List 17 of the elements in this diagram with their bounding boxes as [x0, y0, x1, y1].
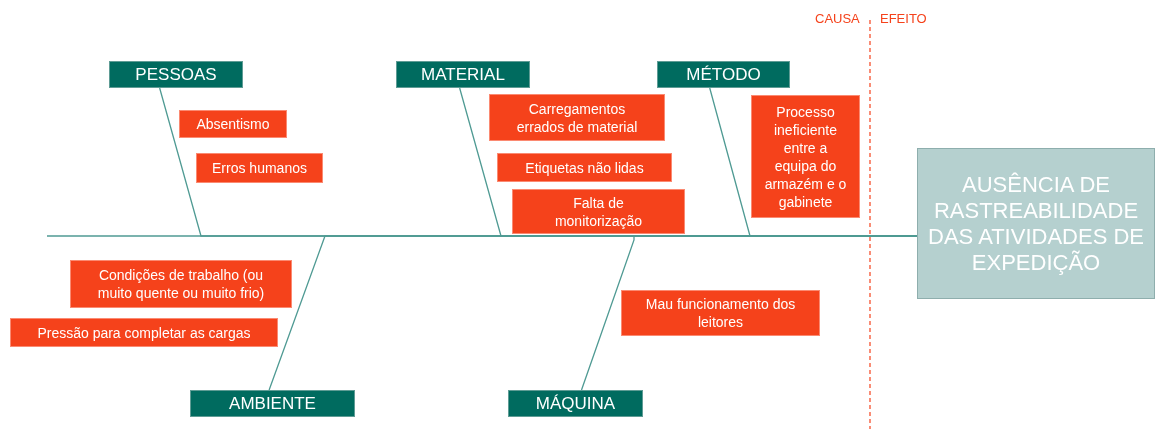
category-box: AMBIENTE: [190, 390, 355, 417]
cause-box: Etiquetas não lidas: [497, 153, 672, 182]
category-box: MÁQUINA: [508, 390, 643, 417]
cause-box: Carregamentos errados de material: [489, 94, 665, 141]
category-box: MÉTODO: [657, 61, 790, 88]
category-box: MATERIAL: [396, 61, 530, 88]
section-label: EFEITO: [880, 11, 927, 26]
cause-box: Processo ineficiente entre a equipa do armazém e o gabinete: [751, 95, 860, 218]
effect-box: AUSÊNCIA DE RASTREABILIDADE DAS ATIVIDADES DE EXPEDIÇÃO: [917, 148, 1155, 299]
category-box: PESSOAS: [109, 61, 243, 88]
cause-box: Mau funcionamento dos leitores: [621, 290, 820, 336]
cause-box: Erros humanos: [196, 153, 323, 183]
section-label: CAUSA: [815, 11, 860, 26]
cause-box: Absentismo: [179, 110, 287, 138]
cause-box: Falta de monitorização: [512, 189, 685, 234]
cause-box: Condições de trabalho (ou muito quente ou muito frio): [70, 260, 292, 308]
cause-box: Pressão para completar as cargas: [10, 318, 278, 347]
